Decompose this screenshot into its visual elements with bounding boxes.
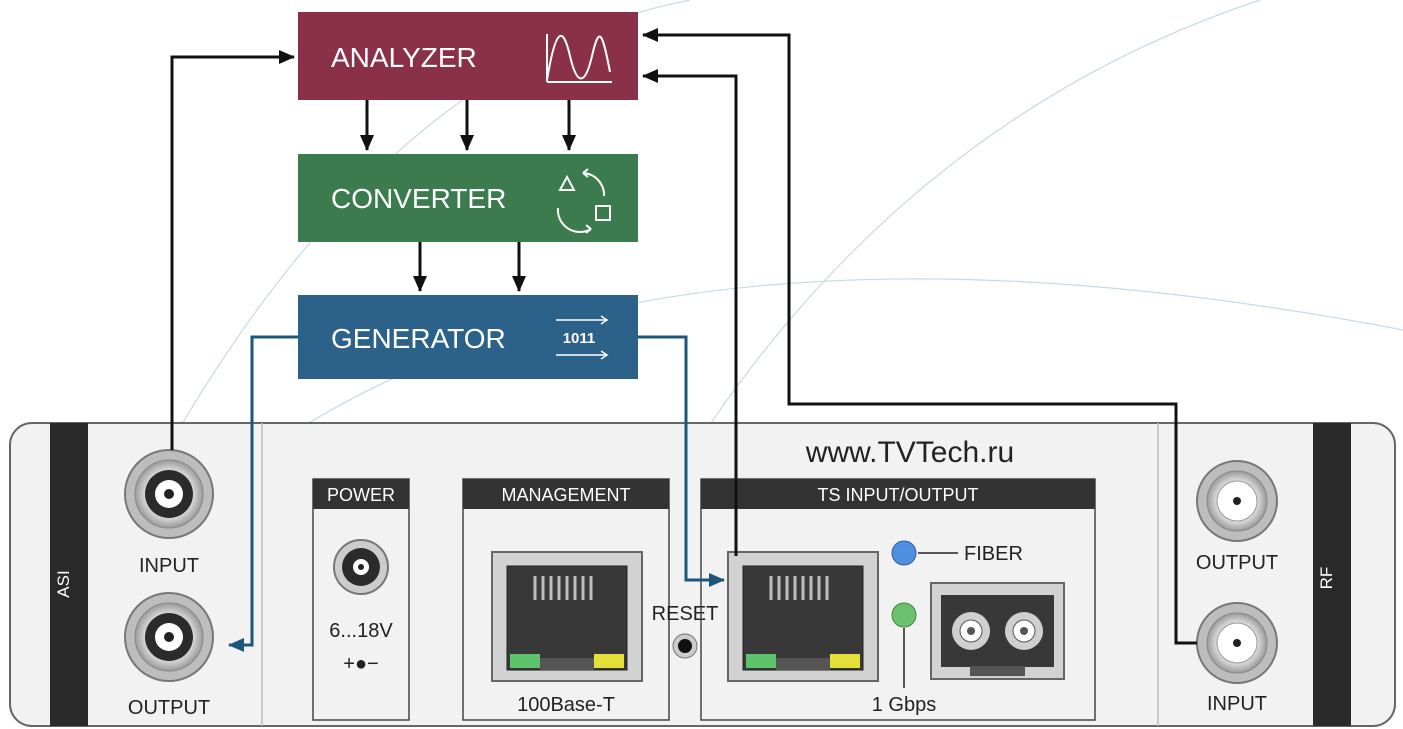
analyzer-label: ANALYZER <box>331 42 477 73</box>
power-polarity-icon: +●− <box>343 653 378 675</box>
converter-block: CONVERTER <box>298 154 638 242</box>
rf-side-bar <box>1313 423 1351 726</box>
arrow-ts-port-to-analyzer <box>642 69 738 556</box>
generator-block: GENERATOR 1011 <box>298 295 638 379</box>
link-led <box>510 654 540 668</box>
power-jack[interactable] <box>333 539 389 595</box>
reset-button[interactable] <box>672 633 698 659</box>
ts-io-section: TS INPUT/OUTPUT <box>700 478 1096 721</box>
asi-input-bnc-connector[interactable] <box>124 449 214 539</box>
power-voltage-label: 6...18V <box>329 620 393 642</box>
ts-rj45-port[interactable] <box>727 551 879 682</box>
management-section: MANAGEMENT 100Base-T <box>462 478 670 721</box>
device-front-panel: ASI RF www.TVTech.ru INPUT OUTPUT <box>9 422 1396 727</box>
rf-input-f-connector[interactable] <box>1196 602 1278 684</box>
management-header: MANAGEMENT <box>501 485 630 505</box>
arrow-generator-to-ts-port <box>638 335 725 587</box>
ts-io-header: TS INPUT/OUTPUT <box>818 485 979 505</box>
convert-cycle-icon <box>556 168 611 234</box>
speed-label: 1 Gbps <box>872 694 936 716</box>
asi-output-label: OUTPUT <box>128 697 210 719</box>
arrow-asi-input-to-analyzer <box>170 50 295 450</box>
speed-led-green <box>891 602 917 628</box>
arrow-rf-input-to-analyzer <box>642 28 1197 645</box>
management-rj45-port[interactable] <box>491 551 643 682</box>
reset-label: RESET <box>652 603 719 625</box>
power-section: POWER 6...18V +●− <box>312 478 410 721</box>
asi-side-label: ASI <box>54 570 73 597</box>
signal-arrows <box>170 28 1197 652</box>
analyzer-block: ANALYZER <box>298 12 638 100</box>
activity-led <box>594 654 624 668</box>
rf-output-f-connector[interactable] <box>1196 460 1278 542</box>
rf-input-label: INPUT <box>1207 693 1267 715</box>
fiber-duplex-port[interactable] <box>930 582 1065 680</box>
rf-output-label: OUTPUT <box>1196 552 1278 574</box>
bitstream-icon-text: 1011 <box>563 330 596 347</box>
fiber-led-blue <box>891 540 917 566</box>
asi-side-bar <box>50 423 88 726</box>
fiber-label: FIBER <box>964 543 1023 565</box>
bitstream-icon <box>556 315 609 360</box>
management-port-label: 100Base-T <box>517 694 615 716</box>
waveform-icon <box>546 34 612 83</box>
asi-input-label: INPUT <box>139 555 199 577</box>
website-label: www.TVTech.ru <box>805 436 1014 469</box>
converter-label: CONVERTER <box>331 183 506 214</box>
rf-side-label: RF <box>1317 567 1336 590</box>
generator-label: GENERATOR <box>331 323 506 354</box>
activity-led <box>830 654 860 668</box>
power-header: POWER <box>327 485 395 505</box>
arrow-generator-to-asi-output <box>228 335 298 652</box>
link-led <box>746 654 776 668</box>
asi-output-bnc-connector[interactable] <box>124 592 214 682</box>
